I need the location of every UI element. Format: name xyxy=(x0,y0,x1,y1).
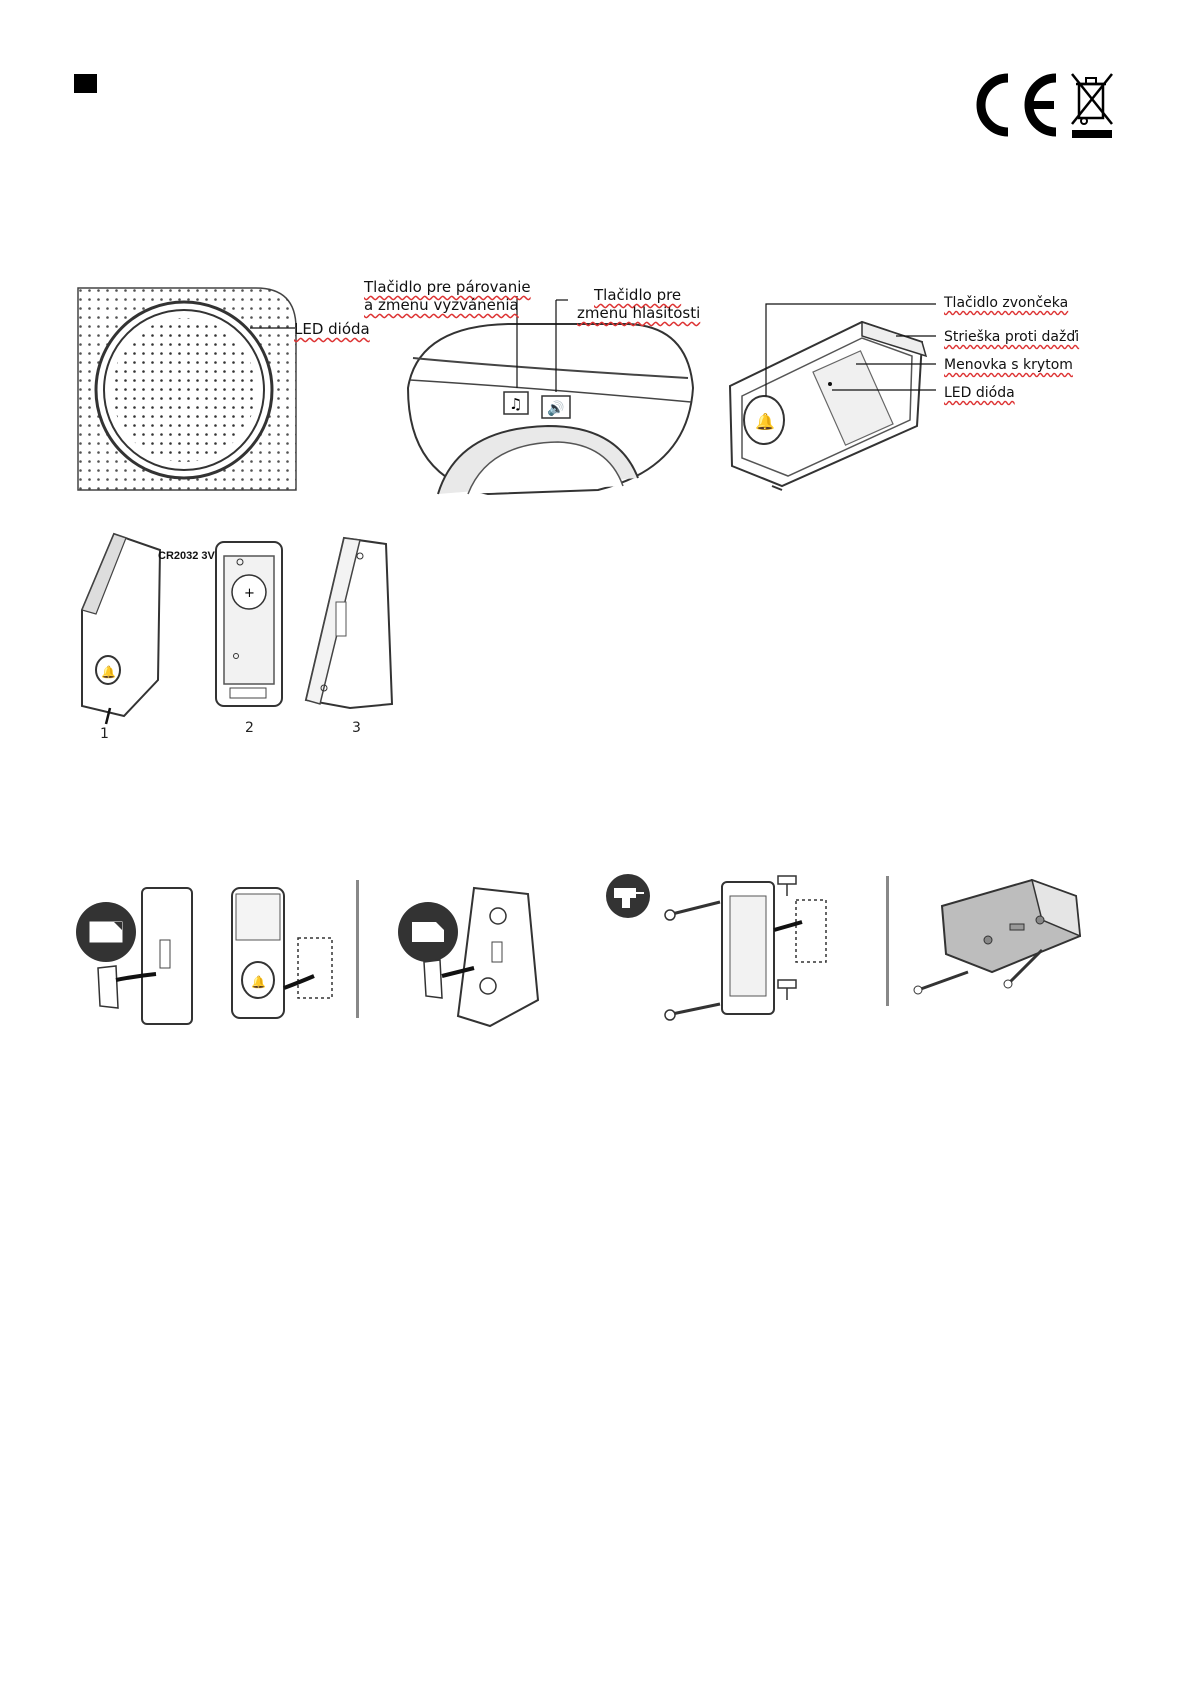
rain-cover-label: Strieška proti dažďi xyxy=(944,328,1079,346)
bell-icon: 🔔 xyxy=(251,975,266,989)
step-number-1: 1 xyxy=(100,726,109,742)
battery-step-3-illustration xyxy=(300,534,396,714)
certification-marks xyxy=(970,70,1120,140)
battery-step-2-illustration: + xyxy=(212,536,288,712)
battery-step-1-illustration: 🔔 xyxy=(74,530,164,725)
step-number-2: 2 xyxy=(245,720,254,736)
mount-screws-illustration xyxy=(602,866,842,1036)
svg-text:♫: ♫ xyxy=(509,395,522,413)
speaker-icon: 🔊 xyxy=(542,396,570,418)
svg-text:+: + xyxy=(244,586,255,601)
section-divider-2 xyxy=(886,876,889,1006)
pair-button-label-2: a zmenu vyzvánenia xyxy=(364,296,519,314)
mount-tape-cover-illustration xyxy=(398,880,548,1030)
volume-button-label-2: zmenu hlasitosti xyxy=(577,304,700,322)
pair-button-label-1: Tlačidlo pre párovanie xyxy=(364,278,531,296)
volume-button-label-1: Tlačidlo pre xyxy=(594,286,681,304)
led-diode-label: LED dióda xyxy=(294,320,370,338)
section-divider-1 xyxy=(356,880,359,1018)
ce-mark-icon xyxy=(981,78,1056,132)
mount-rain-cover-illustration xyxy=(912,876,1084,998)
language-flag-square xyxy=(74,74,97,93)
doorbell-button-label: Tlačidlo zvončeka xyxy=(944,294,1068,312)
mount-tape-front-illustration: 🔔 xyxy=(228,884,338,1022)
battery-type-label: CR2032 3V xyxy=(158,550,215,562)
step-number-3: 3 xyxy=(352,720,361,736)
receiver-front-illustration xyxy=(76,286,298,492)
mount-tape-back-illustration xyxy=(76,880,196,1030)
led-diode-label-2: LED dióda xyxy=(944,384,1015,402)
svg-text:🔊: 🔊 xyxy=(547,399,564,417)
weee-bin-icon xyxy=(1072,74,1112,138)
bell-icon: 🔔 xyxy=(101,665,116,679)
screw-icon xyxy=(665,902,720,1020)
nameplate-label: Menovka s krytom xyxy=(944,356,1073,374)
